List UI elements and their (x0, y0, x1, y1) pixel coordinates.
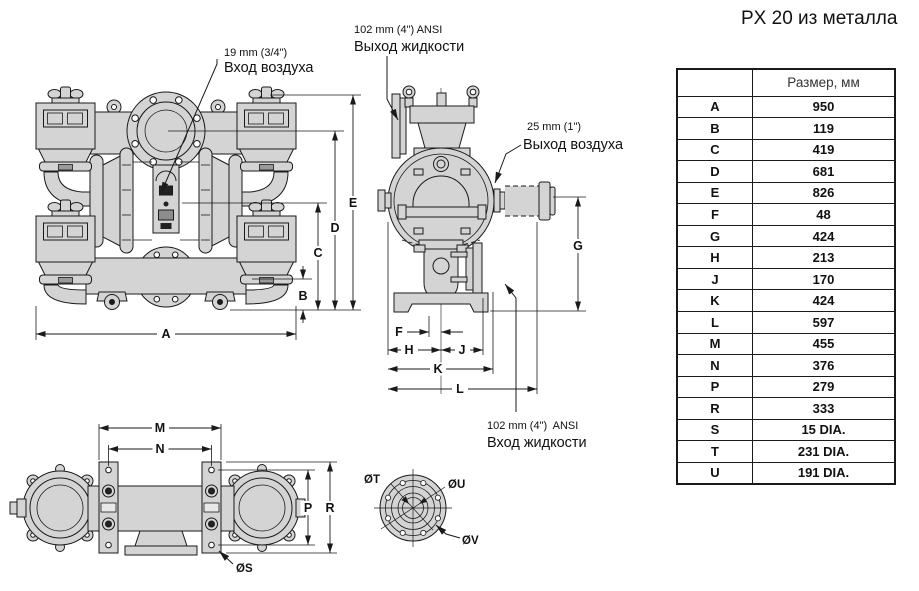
fluid-inlet-size: 102 mm (4") ANSI (487, 420, 578, 432)
air-inlet-label: Вход воздуха (224, 60, 314, 76)
dim-value: 170 (752, 267, 896, 291)
dim-letter: K (676, 289, 753, 312)
fluid-inlet-label: Вход жидкости (487, 435, 587, 451)
table-header-row: Размер, мм (676, 68, 896, 97)
dim-value: 15 DIA. (752, 418, 896, 442)
clamp-assembly (35, 199, 96, 285)
dim-label-a: A (161, 327, 170, 341)
dim-letter: P (676, 375, 753, 399)
dim-label-e: E (349, 196, 357, 210)
mounting-plate (98, 461, 119, 554)
foot-wheel (204, 291, 236, 310)
dim-label-u: ØU (448, 479, 465, 491)
fluid-inlet-leader (504, 283, 517, 412)
dim-label-l: L (456, 382, 464, 396)
dim-value: 279 (752, 375, 896, 399)
clamp-assembly (236, 199, 297, 285)
dim-label-k: K (433, 362, 442, 376)
plan-dimensions: M N P R ØS (98, 421, 338, 575)
air-exhaust-size: 25 mm (1") (527, 121, 581, 133)
inlet-manifold (85, 257, 247, 295)
dim-letter: N (676, 354, 753, 377)
elbow (43, 284, 87, 305)
air-inlet-leader (160, 59, 218, 194)
air-exhaust-label: Выход воздуха (523, 137, 624, 153)
dim-label-v: ØV (462, 535, 479, 547)
fluid-outlet-leader (386, 56, 399, 121)
dim-label-c: C (313, 246, 322, 260)
dim-label-n: N (155, 442, 164, 456)
air-valve (152, 164, 180, 234)
dim-label-m: M (155, 421, 165, 435)
dim-value: 333 (752, 397, 896, 420)
front-view (35, 86, 297, 310)
dim-label-h: H (404, 343, 413, 357)
elbow (245, 284, 289, 305)
flange-detail (374, 469, 452, 547)
front-dimensions: A B C D E (35, 94, 361, 341)
side-view (377, 85, 556, 394)
air-exhaust-pipe (505, 186, 539, 216)
clamp-assembly (236, 86, 297, 172)
dim-label-p: P (304, 501, 312, 515)
dim-value: 455 (752, 332, 896, 356)
dim-label-b: B (298, 289, 307, 303)
base (393, 292, 489, 313)
flange-labels: ØT ØU ØV (364, 474, 479, 547)
callouts: 19 mm (3/4") Вход воздуха 102 mm (4") AN… (160, 24, 624, 451)
fluid-outlet-size: 102 mm (4") ANSI (354, 24, 442, 36)
mounting-plate (201, 461, 222, 554)
page-title: PX 20 из металла (741, 8, 898, 29)
clamp-assembly (35, 86, 96, 172)
dim-value: 213 (752, 246, 896, 269)
dim-label-f: F (395, 325, 403, 339)
dim-value: 424 (752, 289, 896, 312)
outlet-flange-plate (391, 93, 401, 159)
dim-value: 231 DIA. (752, 440, 896, 463)
dim-label-g: G (573, 239, 583, 253)
dim-letter: L (676, 310, 753, 334)
pump-cap (224, 470, 300, 546)
dim-value: 376 (752, 354, 896, 377)
air-exhaust-leader (494, 144, 522, 184)
dim-value: 597 (752, 310, 896, 334)
dim-value: 681 (752, 160, 896, 183)
foot-wheel (96, 291, 128, 310)
dim-label-t: ØT (364, 474, 380, 486)
dim-label-s: ØS (236, 563, 253, 575)
pump-cap (22, 470, 98, 546)
table-header-size: Размер, мм (752, 68, 896, 97)
plan-view (9, 461, 313, 556)
air-inlet-size: 19 mm (3/4") (224, 47, 287, 59)
table-header-empty (676, 68, 753, 97)
inlet-flange-plate (472, 242, 483, 296)
side-dimensions: F G H J K L (387, 196, 586, 396)
dim-label-d: D (330, 221, 339, 235)
dim-label-r: R (325, 501, 334, 515)
fluid-outlet-label: Выход жидкости (354, 39, 464, 55)
dim-value: 191 DIA. (752, 461, 896, 485)
dim-letter: M (676, 332, 753, 356)
dim-label-j: J (459, 343, 466, 357)
dim-letter: U (676, 461, 753, 485)
